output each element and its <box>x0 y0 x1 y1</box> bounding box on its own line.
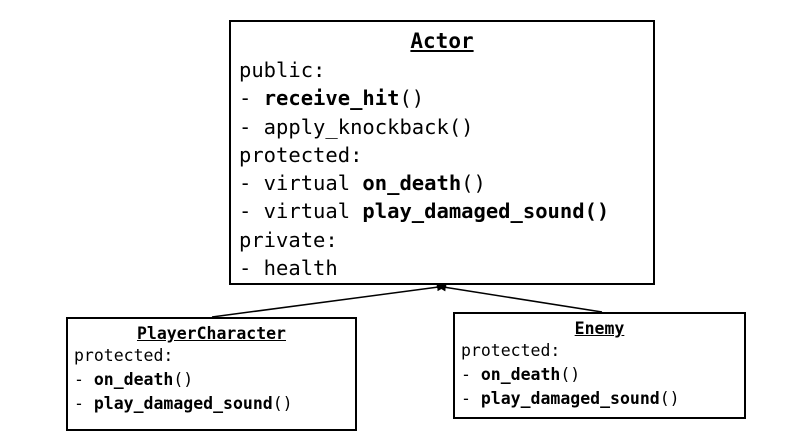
enemy-line: - play_damaged_sound() <box>461 389 680 408</box>
player-character-class-box: PlayerCharacter protected: - on_death() … <box>66 317 357 431</box>
enemy-class-title: Enemy <box>574 319 625 338</box>
player-character-line: - on_death() <box>74 370 194 389</box>
actor-class-title: Actor <box>410 29 474 53</box>
actor-line: - health <box>239 256 338 281</box>
player-character-class-title: PlayerCharacter <box>136 324 286 343</box>
enemy-line: protected: <box>461 341 561 360</box>
actor-line: public: <box>239 58 326 82</box>
actor-line: - receive_hit() <box>239 86 425 111</box>
enemy-class-box: Enemy protected: - on_death() - play_dam… <box>453 312 746 419</box>
actor-line: private: <box>239 227 338 252</box>
player-character-line: - play_damaged_sound() <box>74 394 293 413</box>
player-character-line: protected: <box>74 346 174 365</box>
actor-class-box: Actor public: - receive_hit() - apply_kn… <box>229 20 655 285</box>
enemy-to-actor-arrow <box>436 283 603 313</box>
actor-line: - virtual play_damaged_sound() <box>239 199 610 224</box>
actor-line: protected: <box>239 142 363 167</box>
actor-line: - apply_knockback() <box>239 114 474 139</box>
actor-line: - virtual on_death() <box>239 171 486 196</box>
player-to-actor-arrow <box>211 283 447 318</box>
enemy-line: - on_death() <box>461 365 581 384</box>
